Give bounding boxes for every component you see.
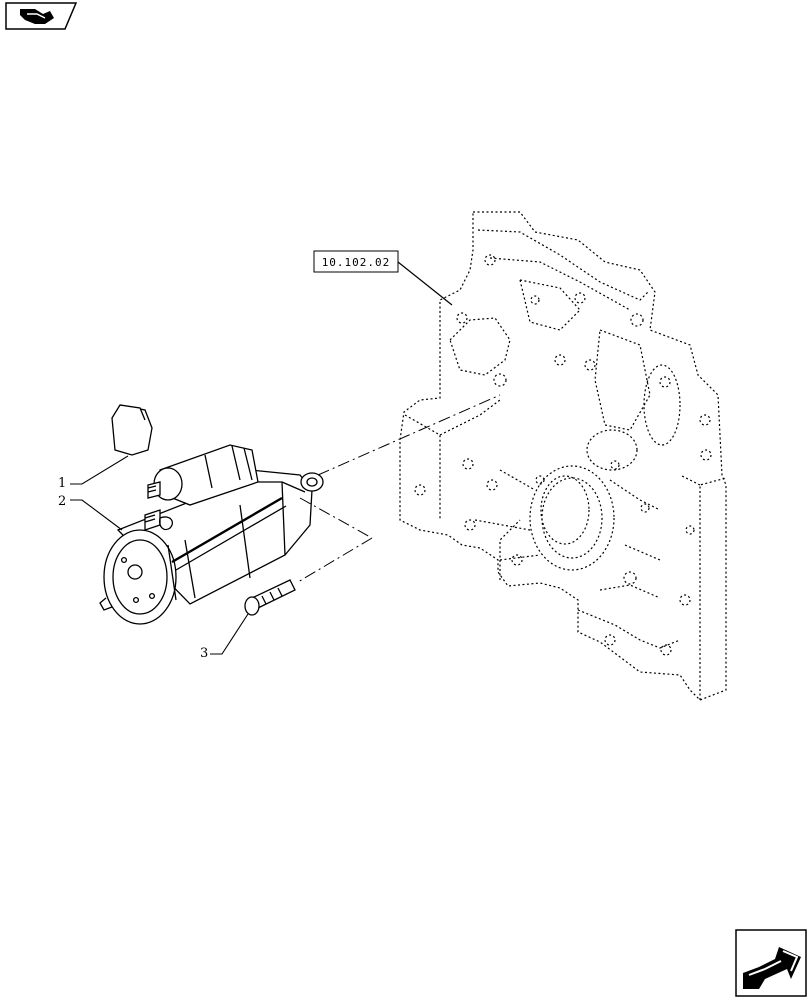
previous-page-button[interactable]: [5, 2, 78, 30]
reference-leader-line: [397, 261, 453, 306]
mounting-bolt: [244, 579, 296, 616]
callout-2-label: 3: [200, 646, 208, 661]
terminal-cap: [111, 404, 153, 456]
reference-box-group[interactable]: 10.102.02: [313, 250, 453, 306]
engine-front-cover-plate: [399, 211, 727, 701]
callout-1-label: 2: [58, 494, 66, 509]
assembly-lines: [297, 394, 501, 583]
callout-3-leader: [70, 455, 129, 485]
reference-box-label: 10.102.02: [322, 256, 391, 269]
previous-page-icon: [5, 2, 78, 30]
callout-1: 2: [58, 494, 123, 531]
callout-3: 1: [58, 455, 129, 491]
next-page-button[interactable]: [735, 929, 807, 997]
next-page-icon: [735, 929, 807, 997]
callout-1-leader: [70, 499, 123, 531]
callout-2: 3: [200, 613, 249, 661]
callout-2-leader: [210, 613, 249, 655]
starter-motor: [99, 444, 324, 625]
reference-box[interactable]: [313, 250, 399, 273]
callout-3-label: 1: [58, 476, 66, 491]
